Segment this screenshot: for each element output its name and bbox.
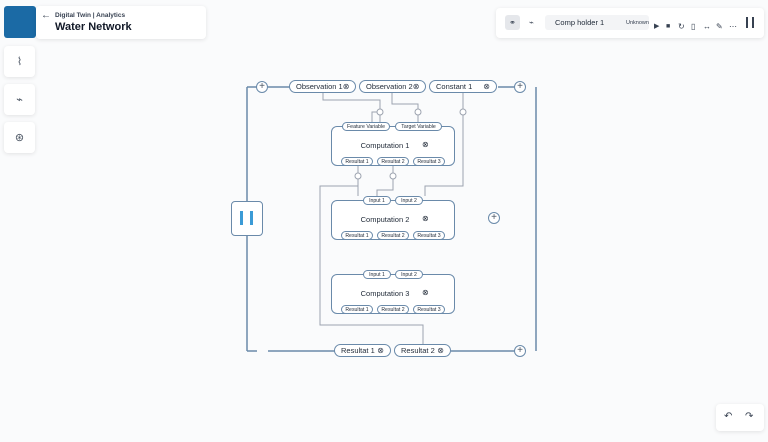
- refresh-icon[interactable]: ↻: [678, 22, 685, 31]
- history-controls: ↶ ↷: [716, 404, 764, 431]
- flow-icon[interactable]: ⌁: [529, 18, 534, 27]
- link-icon[interactable]: ⚭: [505, 15, 520, 30]
- comp1-output-resultat-1[interactable]: Resultat 1: [341, 157, 373, 166]
- comp1-input-target-variable[interactable]: Target Variable: [395, 122, 442, 131]
- comp3-output-resultat-1[interactable]: Resultat 1: [341, 305, 373, 314]
- comp2-input-1[interactable]: Input 1: [363, 196, 391, 205]
- comp2-input-2[interactable]: Input 2: [395, 196, 423, 205]
- comp1-output-resultat-3[interactable]: Resultat 3: [413, 157, 445, 166]
- comp-holder-label: Comp holder 1: [555, 18, 605, 27]
- output-resultat-2[interactable]: Resultat 2 ⊗: [394, 344, 451, 357]
- comp1-output-resultat-2[interactable]: Resultat 2: [377, 157, 409, 166]
- sensor-icon: ⌇: [16, 56, 23, 68]
- comp-holder-select[interactable]: [545, 15, 649, 30]
- app-logo-tile[interactable]: [4, 6, 36, 38]
- remove-icon[interactable]: ⊗: [342, 82, 350, 91]
- comp1-input-feature-variable[interactable]: Feature Variable: [342, 122, 390, 131]
- input-label: Constant 1: [436, 82, 473, 91]
- arrow-left-icon[interactable]: ←: [41, 10, 51, 21]
- more-icon[interactable]: ⋯: [729, 22, 737, 31]
- comp2-output-resultat-1[interactable]: Resultat 1: [341, 231, 373, 240]
- play-icon[interactable]: ▶: [654, 23, 660, 30]
- output-resultat-1[interactable]: Resultat 1 ⊗: [334, 344, 391, 357]
- document-icon[interactable]: ▯: [691, 22, 696, 31]
- comp2-output-resultat-2[interactable]: Resultat 2: [377, 231, 409, 240]
- page-title: Water Network: [55, 21, 132, 33]
- add-computation-button[interactable]: +: [488, 212, 500, 224]
- pause-icon: [240, 211, 253, 225]
- add-input-left-button[interactable]: +: [256, 81, 268, 93]
- comp3-input-1[interactable]: Input 1: [363, 270, 391, 279]
- breadcrumb[interactable]: Digital Twin | Analytics: [55, 12, 126, 19]
- pause-icon[interactable]: [746, 17, 754, 28]
- sidebar-item-analytics[interactable]: ⌁: [4, 84, 35, 115]
- remove-icon[interactable]: ⊗: [437, 346, 444, 355]
- output-label: Resultat 1: [341, 346, 375, 355]
- remove-icon[interactable]: ⊗: [422, 214, 429, 223]
- output-label: Resultat 2: [401, 346, 435, 355]
- pause-block-button[interactable]: [231, 201, 263, 236]
- header-card: ← Digital Twin | Analytics Water Network: [36, 6, 206, 39]
- expand-icon[interactable]: ↔: [703, 22, 711, 31]
- input-label: Observation 2: [366, 82, 413, 91]
- undo-icon[interactable]: ↶: [724, 411, 733, 422]
- sidebar-item-network[interactable]: ⊛: [4, 122, 35, 153]
- computation-title: Computation 3: [360, 289, 410, 298]
- add-output-button[interactable]: +: [514, 345, 526, 357]
- remove-icon[interactable]: ⊗: [377, 346, 384, 355]
- redo-icon[interactable]: ↷: [745, 411, 754, 422]
- computation-title: Computation 2: [360, 215, 410, 224]
- remove-icon[interactable]: ⊗: [422, 140, 429, 149]
- network-icon: ⊛: [14, 132, 25, 144]
- sidebar-item-sensors[interactable]: ⌇: [4, 46, 35, 77]
- remove-icon[interactable]: ⊗: [412, 82, 420, 91]
- edit-icon[interactable]: ✎: [716, 22, 723, 31]
- comp2-output-resultat-3[interactable]: Resultat 3: [413, 231, 445, 240]
- remove-icon[interactable]: ⊗: [483, 82, 490, 91]
- input-label: Observation 1: [296, 82, 343, 91]
- comp3-output-resultat-2[interactable]: Resultat 2: [377, 305, 409, 314]
- add-input-right-button[interactable]: +: [514, 81, 526, 93]
- analytics-icon: ⌁: [16, 94, 23, 106]
- input-constant-1[interactable]: Constant 1 ⊗: [429, 80, 497, 93]
- remove-icon[interactable]: ⊗: [422, 288, 429, 297]
- comp3-input-2[interactable]: Input 2: [395, 270, 423, 279]
- comp3-output-resultat-3[interactable]: Resultat 3: [413, 305, 445, 314]
- input-observation-2[interactable]: Observation 2 ⊗: [359, 80, 426, 93]
- toolbar: ⚭ ⌁ Comp holder 1 Unknown ▶ ■ ↻ ▯ ↔ ✎ ⋯: [496, 8, 764, 38]
- status-text: Unknown: [626, 20, 649, 26]
- input-observation-1[interactable]: Observation 1 ⊗: [289, 80, 356, 93]
- computation-title: Computation 1: [360, 141, 410, 150]
- stop-icon[interactable]: ■: [666, 23, 671, 30]
